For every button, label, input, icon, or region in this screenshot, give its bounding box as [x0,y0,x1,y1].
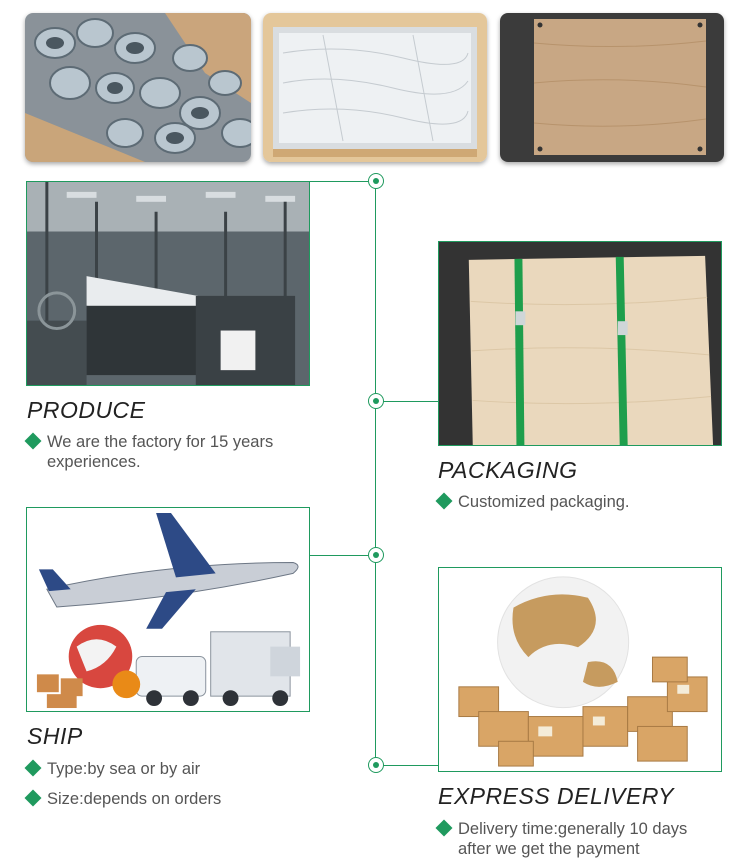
express-line-1: Delivery time:generally 10 days [458,820,688,838]
ship-type-line: Type:by sea or by air [47,760,201,778]
connector-produce [310,181,368,182]
airplane-truck-shipping-photo [26,507,310,712]
timeline-node-packaging [368,393,384,409]
sealed-wooden-case-photo [500,13,724,162]
express-line-2: after we get the payment [458,840,640,858]
ship-heading: SHIP [27,723,83,749]
produce-heading: PRODUCE [27,397,146,423]
produce-line-1: We are the factory for 15 years [47,433,274,451]
timeline-line [375,181,376,765]
ship-size-line: Size:depends on orders [47,790,222,808]
packaging-heading: PACKAGING [438,457,578,483]
produce-bullet: We are the factory for 15 years experien… [24,432,274,472]
connector-packaging [382,401,438,402]
ship-type-bullet: Type:by sea or by air [24,759,201,779]
ship-size-bullet: Size:depends on orders [24,789,222,809]
packaging-line-1: Customized packaging. [458,493,630,511]
wooden-box-bubble-wrap-photo [263,13,487,162]
packaging-bullet: Customized packaging. [435,492,630,512]
timeline-node-ship [368,547,384,563]
express-heading: EXPRESS DELIVERY [438,783,674,809]
connector-ship [310,555,368,556]
produce-line-2: experiences. [47,453,141,471]
connector-express [382,765,438,766]
globe-boxes-delivery-photo [438,567,722,772]
timeline-node-express [368,757,384,773]
product-fittings-photo [25,13,251,162]
factory-looms-photo [26,181,310,386]
timeline-node-produce [368,173,384,189]
express-bullet: Delivery time:generally 10 days after we… [435,819,688,859]
strapped-pallet-photo [438,241,722,446]
